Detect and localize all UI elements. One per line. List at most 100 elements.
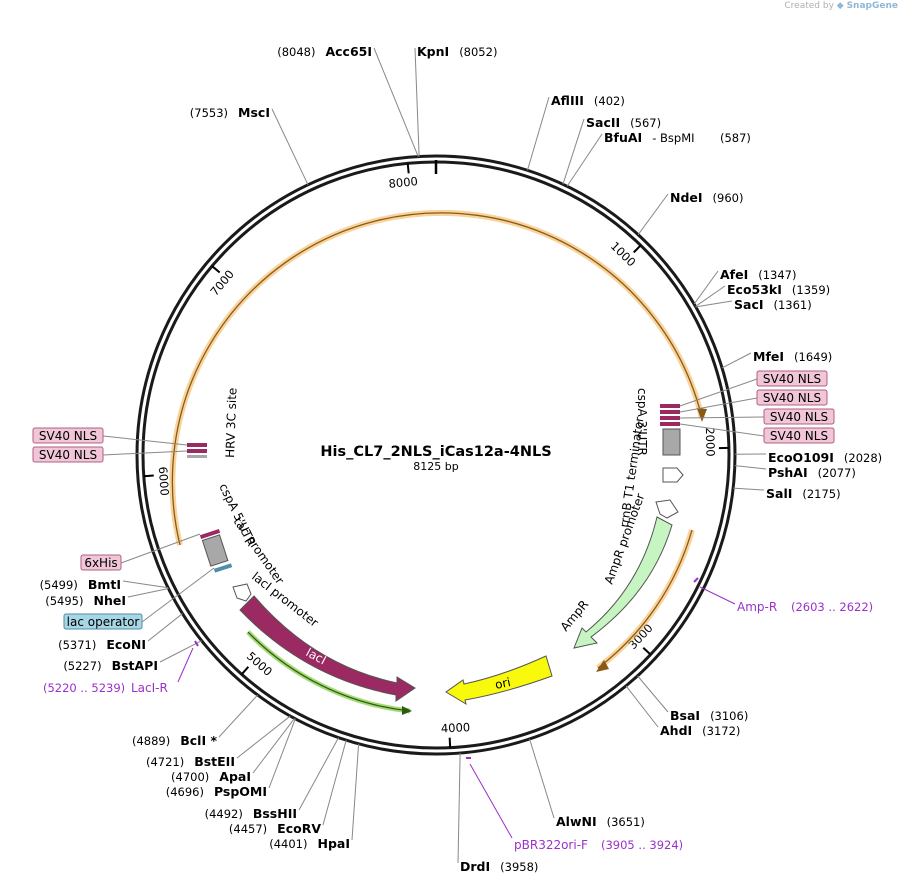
feature-box-bg <box>756 370 828 387</box>
tick-mark-3000 <box>642 646 652 656</box>
boxes-layer: SV40 NLS SV40 NLS SV40 NLS SV40 NLS SV40 NLS… <box>32 370 835 630</box>
site-leader-7 <box>637 193 669 235</box>
feature-box: 6xHis <box>80 554 122 571</box>
site-leader-23 <box>252 718 295 774</box>
site-position: (5227) <box>63 659 101 673</box>
site-leader-10 <box>695 300 733 308</box>
feature-box-bg <box>763 408 835 425</box>
tick-label-7000: 7000 <box>207 267 237 298</box>
site-name: EcoNI <box>106 637 146 652</box>
feature-arc-right-arrowhead <box>596 660 609 672</box>
sv40-nls-left-features <box>187 443 207 458</box>
tick-label-2000: 2000 <box>703 427 718 457</box>
site-leader-5 <box>566 133 603 187</box>
site-leader-26 <box>159 640 202 663</box>
site-name: EcoO109I <box>768 450 834 465</box>
site-position: (4457) <box>229 822 267 836</box>
site-name: MfeI <box>753 349 784 364</box>
site-name: SacII <box>586 115 620 130</box>
laci-green-arc-core <box>247 631 411 712</box>
site-name: Eco53kI <box>727 282 782 297</box>
feature-box-label: SV40 NLS <box>39 448 97 462</box>
site-position: (2028) <box>844 451 882 465</box>
feature-box-bg <box>756 389 828 406</box>
feature-box: SV40 NLS <box>763 427 835 444</box>
site-position: (1359) <box>792 283 830 297</box>
backbone-outer <box>135 154 737 756</box>
feature-box-label: lac operator <box>67 615 140 629</box>
site-leader-16 <box>625 685 659 728</box>
site-name: ApaI <box>219 769 251 784</box>
site-position: (3172) <box>702 724 740 738</box>
feature-box-label: SV40 NLS <box>763 372 821 386</box>
site-name: AhdI <box>660 723 692 738</box>
site-name: AflIII <box>551 93 584 108</box>
site-name: PspOMI <box>214 784 267 799</box>
plasmid-title: His_CL7_2NLS_iCas12a-4NLS <box>320 444 551 460</box>
site-leader-3 <box>526 96 550 171</box>
feature-box: SV40 NLS <box>756 370 828 387</box>
site-position: (1347) <box>758 268 796 282</box>
primer-ori-leader <box>469 763 513 839</box>
site-position: (5371) <box>58 638 96 652</box>
site-name: PshAI <box>768 465 808 480</box>
tick-mark-8000 <box>406 163 410 174</box>
site-position: (7553) <box>190 106 228 120</box>
sv40-nls-right-features <box>660 404 680 426</box>
cspA-5utr-feature <box>201 534 229 567</box>
site-leader-2 <box>271 108 309 185</box>
site-position: (4889) <box>132 734 170 748</box>
site-name: BmtI <box>88 577 121 592</box>
site-leader-27 <box>147 613 183 642</box>
site-name: HpaI <box>318 836 351 851</box>
site-name: Acc65I <box>325 44 372 59</box>
site-leader-17 <box>529 738 555 819</box>
primer-ampr-leader <box>699 586 736 605</box>
site-leader-29 <box>122 580 169 589</box>
site-leader-18 <box>457 753 461 864</box>
site-leader-4 <box>562 118 585 185</box>
feature-box-bg <box>32 427 104 444</box>
site-name: BstAPI <box>112 658 158 673</box>
site-leader-19 <box>351 743 360 841</box>
box-leaders <box>102 378 765 623</box>
site-leader-13 <box>734 465 767 470</box>
site-position: (8052) <box>459 45 497 59</box>
feature-box: SV40 NLS <box>763 408 835 425</box>
ampr-feature <box>573 516 673 649</box>
tick-label-8000: 8000 <box>388 174 418 191</box>
site-name: BclI * <box>180 733 217 748</box>
laci-feature <box>239 595 416 702</box>
site-position: (587) <box>720 131 751 145</box>
tick-mark-1000 <box>632 244 642 254</box>
feature-box: lac operator <box>63 613 143 630</box>
primer-laci-name: LacI-R <box>131 681 168 695</box>
tick-label-1000: 1000 <box>608 239 639 269</box>
tick-mark-5000 <box>240 666 250 675</box>
site-name: KpnI <box>417 44 449 59</box>
site-name: BsaI <box>670 708 700 723</box>
laci-green-arrowhead <box>402 706 412 715</box>
lacI-promoter-feature <box>232 583 252 602</box>
site-name: NdeI <box>670 190 703 205</box>
site-name: BssHII <box>253 806 297 821</box>
site-leader-0 <box>373 47 419 157</box>
credit-prefix: Created by <box>784 1 834 11</box>
site-name: BstEII <box>194 754 235 769</box>
tick-mark-6000 <box>143 474 154 478</box>
site-name: BfuAI <box>604 130 642 145</box>
primer-ori-name: pBR322ori-F <box>514 838 588 852</box>
site-name: MscI <box>238 105 270 120</box>
site-leader-22 <box>268 718 296 789</box>
feature-box: SV40 NLS <box>756 389 828 406</box>
site-leader-14 <box>733 487 765 491</box>
site-position: (3651) <box>607 815 645 829</box>
feature-box-label: SV40 NLS <box>39 429 97 443</box>
snapgene-credit: Created by ◆ SnapGene <box>784 1 898 11</box>
label-ori: ori <box>494 675 512 692</box>
site-name: NheI <box>94 593 127 608</box>
label-hrv-3c-site: HRV 3C site <box>223 387 239 458</box>
site-leader-28 <box>127 588 169 598</box>
feature-arc-right-core <box>597 529 693 669</box>
primer-laci-range: (5220 .. 5239) <box>43 681 125 695</box>
